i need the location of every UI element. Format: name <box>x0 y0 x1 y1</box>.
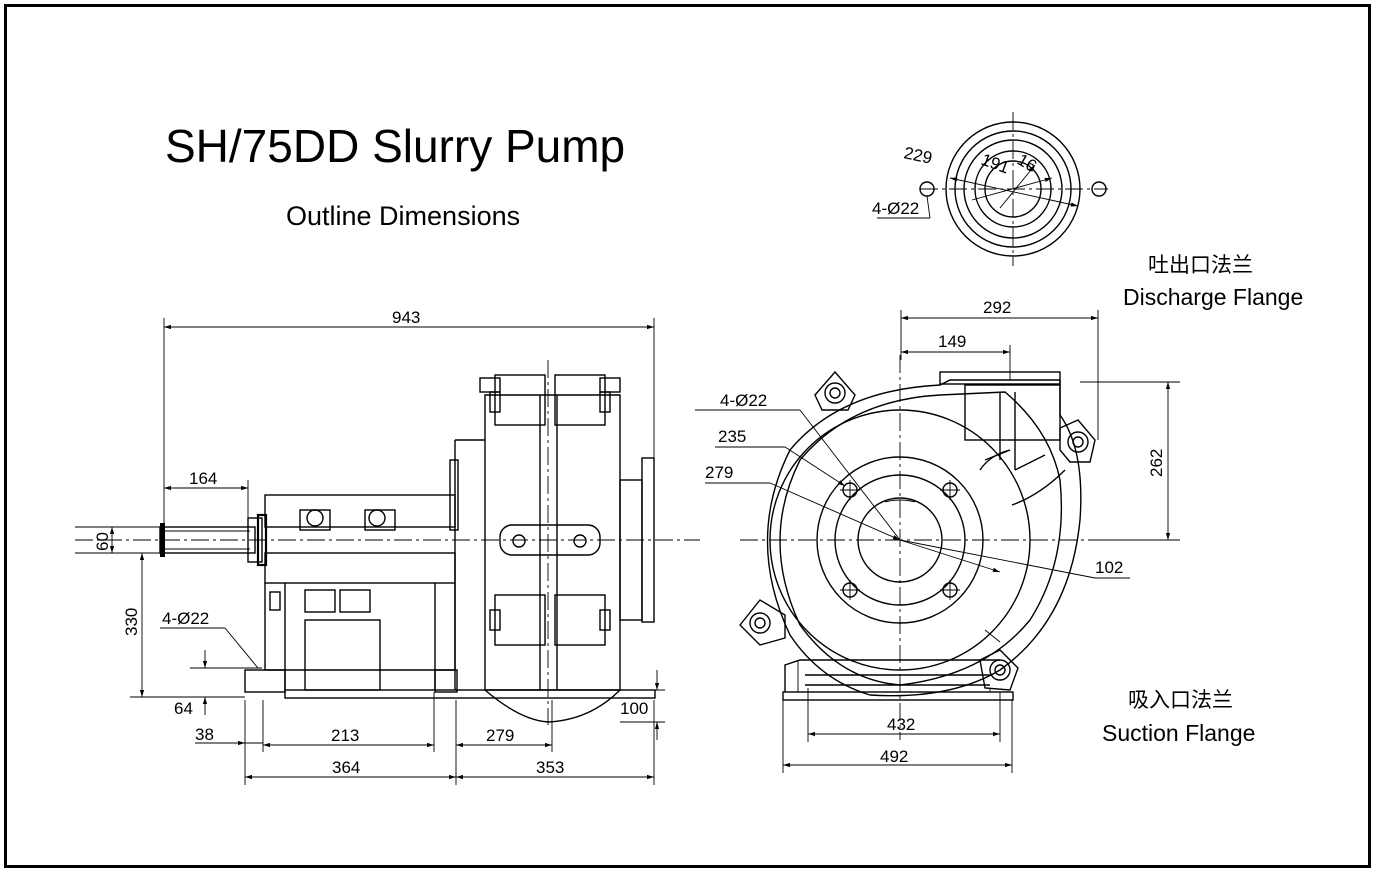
dim-shaft-dia: 60 <box>93 532 112 551</box>
suction-flange-cn: 吸入口法兰 <box>1128 688 1233 712</box>
dim-235: 235 <box>718 427 746 446</box>
page-title: SH/75DD Slurry Pump <box>165 120 625 172</box>
flange-dim-229: 229 <box>902 143 934 167</box>
dim-base-holes: 4-Ø22 <box>162 609 209 628</box>
drawing-frame <box>4 4 1371 868</box>
dim-38: 38 <box>195 725 214 744</box>
dim-213: 213 <box>331 726 359 745</box>
discharge-flange-view <box>877 112 1108 266</box>
dim-102: 102 <box>1095 558 1123 577</box>
front-view <box>739 355 1180 740</box>
flange-dim-191: 191 <box>979 150 1012 178</box>
dim-279-side: 279 <box>486 726 514 745</box>
dim-overall-length: 943 <box>392 308 420 327</box>
dim-shaft-height: 330 <box>122 608 141 636</box>
dim-292: 292 <box>983 298 1011 317</box>
front-view-dimensions <box>695 310 1180 773</box>
dim-364: 364 <box>332 758 360 777</box>
dim-279-front: 279 <box>705 463 733 482</box>
discharge-flange-cn: 吐出口法兰 <box>1148 253 1253 277</box>
side-view-dimensions <box>75 318 665 785</box>
dim-front-holes: 4-Ø22 <box>720 391 767 410</box>
page-subtitle: Outline Dimensions <box>286 201 520 231</box>
flange-holes-label: 4-Ø22 <box>872 199 919 218</box>
discharge-flange-en: Discharge Flange <box>1123 284 1303 310</box>
dim-100: 100 <box>620 699 648 718</box>
dim-shaft-extension: 164 <box>189 469 217 488</box>
dim-64: 64 <box>174 699 193 718</box>
dim-432: 432 <box>887 715 915 734</box>
dim-492: 492 <box>880 747 908 766</box>
suction-flange-en: Suction Flange <box>1102 720 1255 746</box>
side-view <box>75 360 700 725</box>
dim-262: 262 <box>1147 449 1166 477</box>
dim-353: 353 <box>536 758 564 777</box>
dim-149: 149 <box>938 332 966 351</box>
